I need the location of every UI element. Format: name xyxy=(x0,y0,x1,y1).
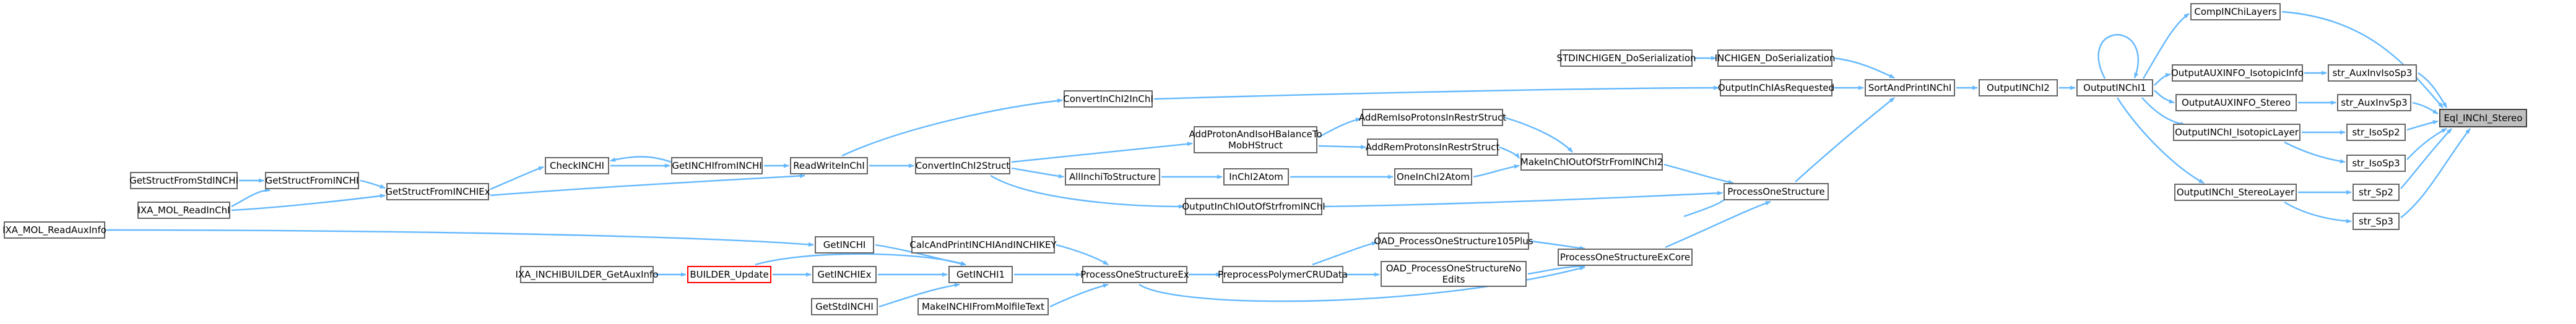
edge-convertstruct-to-outputinchiout xyxy=(990,174,1184,209)
edge-add105plus-to-exCore xyxy=(1530,240,1585,250)
node-str_auxinvsp3[interactable]: str_AuxInvSp3 xyxy=(2337,94,2411,111)
node-str_sp2[interactable]: str_Sp2 xyxy=(2353,184,2400,201)
node-outputinchi1[interactable]: OutputINChI1 xyxy=(2076,79,2153,96)
node-getinchiex[interactable]: GetINCHIEx xyxy=(812,266,877,283)
edge-preprocess-to-add105plus xyxy=(1312,241,1377,266)
edge-isosp2-to-root xyxy=(2406,120,2439,131)
node-convertinchi2inchi[interactable]: ConvertInChI2InChI xyxy=(1063,90,1153,108)
node-oneinchi2atom[interactable]: OneInChI2Atom xyxy=(1394,168,1472,185)
edge-addproton-to-addremiso xyxy=(1318,117,1361,139)
node-str_isosp3[interactable]: str_IsoSp3 xyxy=(2346,155,2406,172)
edge-outputinchi1-to-compinchilayers xyxy=(2142,13,2190,79)
edge-outputinchiout-to-processonestructure xyxy=(1323,190,1723,208)
edge-readinchi-to-getstruct xyxy=(231,187,271,208)
edge-processonestructure-to-outputasrequested xyxy=(1683,190,1729,218)
call-edges xyxy=(106,11,2471,308)
node-eql_inchi_stereo[interactable]: Eql_INChI_Stereo xyxy=(2439,109,2527,127)
node-builder_update[interactable]: BUILDER_Update xyxy=(687,266,771,283)
edge-addremiso-to-makeinchiout xyxy=(1504,116,1573,153)
node-calcandprintinchiandinchikey[interactable]: CalcAndPrintINCHIAndINCHIKEY xyxy=(909,236,1057,254)
node-outputinchi2[interactable]: OutputINChI2 xyxy=(1979,79,2058,96)
edge-outputinchi1-to-isotopiclayer xyxy=(2141,97,2186,126)
edge-convertinchi-to-outputasrequested xyxy=(1153,85,1719,100)
node-addremisoprotonsinrestrstruct[interactable]: AddRemIsoProtonsInRestrStruct xyxy=(1359,109,1506,126)
edge-calcprint-to-ex xyxy=(1056,244,1109,266)
edge-exCore-to-processonestructure xyxy=(1665,200,1771,249)
edge-makeinchiout-to-processonestructure xyxy=(1663,163,1734,184)
node-outputauxinfo_isotopicinfo[interactable]: OutputAUXINFO_IsotopicInfo xyxy=(2171,64,2304,82)
node-oad_processonestructure105plus[interactable]: OAD_ProcessOneStructure105Plus xyxy=(1374,232,1533,250)
node-outputinchi_isotopiclayer[interactable]: OutputINChI_IsotopicLayer xyxy=(2173,124,2301,141)
edge-outputinchi1-self xyxy=(2097,33,2140,79)
edge-getstdinchi-to-getinchi1 xyxy=(878,283,960,308)
node-processonestructureexcore[interactable]: ProcessOneStructureExCore xyxy=(1558,249,1693,266)
node-outputinchioutofstrfrominchi[interactable]: OutputInChIOutOfStrfromINChI xyxy=(1182,198,1325,215)
node-getstructfrominchiex[interactable]: GetStructFromINCHIEx xyxy=(385,183,490,200)
edge-getfrominchi-to-checkinchi xyxy=(610,156,672,163)
edge-makemol-to-ex xyxy=(1049,283,1109,308)
node-getinchi[interactable]: GetINCHI xyxy=(815,236,874,254)
edge-convertstruct-to-addproton xyxy=(1011,142,1193,163)
node-str_isosp2[interactable]: str_IsoSp2 xyxy=(2346,124,2406,141)
node-processonestructure[interactable]: ProcessOneStructure xyxy=(1724,183,1829,200)
edge-auxinvisosp3-to-root xyxy=(2418,72,2448,108)
edge-addrem-to-makeinchiout xyxy=(1499,146,1520,159)
node-outputinchiasrequested[interactable]: OutputInChIAsRequested xyxy=(1718,79,1834,96)
node-ixa_mol_readauxinfo[interactable]: IXA_MOL_ReadAuxInfo xyxy=(2,221,106,239)
node-getinchi1[interactable]: GetINCHI1 xyxy=(948,266,1013,283)
edge-sp3-to-root xyxy=(2400,128,2471,218)
node-getstructfromstdinchi[interactable]: GetStructFromStdINCHI xyxy=(129,172,238,189)
edge-stereolayer-to-sp3 xyxy=(2284,201,2352,224)
node-compinchilayers[interactable]: CompINChiLayers xyxy=(2190,3,2281,20)
node-inchigen_doserialization[interactable]: INCHIGEN_DoSerialization xyxy=(1715,49,1835,67)
node-getinchifrominchi[interactable]: GetINCHIfromINCHI xyxy=(671,157,763,174)
node-makeinchioutofstrfrominchi2[interactable]: MakeInChIOutOfStrFromINChI2 xyxy=(1520,153,1663,171)
edge-addproton-to-addrem xyxy=(1318,145,1366,150)
edge-outputinchi1-to-stereolayer xyxy=(2116,97,2205,184)
edge-inchigen-to-sortandprint xyxy=(1833,57,1895,79)
edge-oneinchi2atom-to-makeinchiout xyxy=(1473,164,1520,178)
node-checkinchi[interactable]: CheckINCHI xyxy=(545,157,609,174)
edge-readauxinfo-to-getinchi xyxy=(106,229,814,247)
edge-readinchi-to-getstructex xyxy=(231,194,386,211)
edge-auxinvsp3-to-root xyxy=(2412,101,2439,115)
node-ixa_inchibuilder_getauxinfo[interactable]: IXA_INCHIBUILDER_GetAuxInfo xyxy=(515,266,659,283)
edge-getstruct-to-getstructex xyxy=(360,179,386,189)
node-stdinchigen_doserialization[interactable]: STDINCHIGEN_DoSerialization xyxy=(1557,49,1696,67)
edge-outputinchi1-to-auxisotopicinfo xyxy=(2154,73,2171,86)
node-addprotonandisohbalancetomobihstruct[interactable]: AddProtonAndIsoHBalanceTo MobHStruct xyxy=(1189,126,1322,153)
edge-builder-to-getinchi1 xyxy=(755,253,966,266)
node-outputinchi_stereolayer[interactable]: OutputINChI_StereoLayer xyxy=(2174,184,2297,201)
edge-compinchilayers-to-root xyxy=(2281,11,2444,108)
node-str_auxinvisosp3[interactable]: str_AuxInvIsoSp3 xyxy=(2328,64,2417,82)
node-inchi2atom[interactable]: InChI2Atom xyxy=(1223,168,1289,185)
node-convertinchi2struct[interactable]: ConvertInChI2Struct xyxy=(915,157,1010,174)
edge-convertstruct-to-allinchi xyxy=(1011,167,1064,179)
node-outputauxinfo_stereo[interactable]: OutputAUXINFO_Stereo xyxy=(2175,94,2297,111)
node-getstructfrominchi[interactable]: GetStructFromINCHI xyxy=(265,172,359,189)
node-sortandprintinchi[interactable]: SortAndPrintINChI xyxy=(1865,79,1955,96)
node-processonestructureex[interactable]: ProcessOneStructureEx xyxy=(1080,266,1189,283)
edge-getstructex-to-checkinchi xyxy=(490,166,544,190)
node-str_sp3[interactable]: str_Sp3 xyxy=(2353,213,2400,230)
node-getstdinchi[interactable]: GetStdINCHI xyxy=(811,298,878,315)
edge-noedits-to-exCore xyxy=(1527,263,1585,275)
node-makeinchifrommolfiletext[interactable]: MakeINCHIFromMolfileText xyxy=(917,298,1049,315)
node-ixa_mol_readinchi[interactable]: IXA_MOL_ReadInChI xyxy=(137,202,230,219)
edge-isotopiclayer-to-isosp3 xyxy=(2284,141,2346,164)
edge-sp2-to-root xyxy=(2400,128,2452,189)
node-addremprotonsinrestrstruct[interactable]: AddRemProtonsInRestrStruct xyxy=(1366,139,1499,156)
node-preprocesspolymercrudata[interactable]: PreprocessPolymerCRUData xyxy=(1218,266,1348,283)
node-oad_processonestructurenoedits[interactable]: OAD_ProcessOneStructureNo Edits xyxy=(1381,261,1527,287)
node-allinchitostructure[interactable]: AllInchiToStructure xyxy=(1065,168,1160,185)
edge-processonestructure-to-sortandprint xyxy=(1795,97,1895,182)
edge-getstructex-to-readwrite xyxy=(490,173,805,197)
edge-outputinchi1-to-auxstereo xyxy=(2154,90,2175,104)
edge-isosp3-to-root xyxy=(2406,127,2447,160)
node-readwriteinchi[interactable]: ReadWriteInChI xyxy=(790,157,868,174)
edge-readwrite-to-convertinchi xyxy=(841,98,1063,157)
